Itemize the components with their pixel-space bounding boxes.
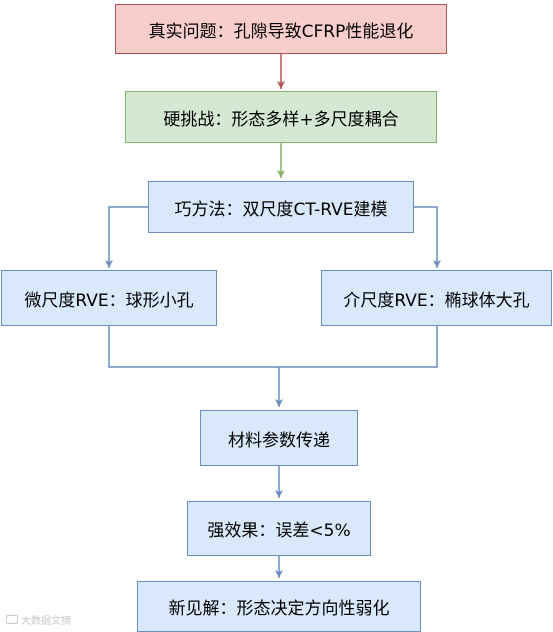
node-meso-rve: 介尺度RVE：椭球体大孔 [321,270,552,326]
watermark-text: 大数据文摘 [21,616,71,627]
node-parameter-transfer: 材料参数传递 [200,410,358,466]
node-problem: 真实问题：孔隙导致CFRP性能退化 [115,4,447,54]
edge-method-to-meso [414,206,441,268]
edge-micro-merge [108,326,438,368]
node-micro-rve: 微尺度RVE：球形小孔 [1,270,217,326]
node-challenge: 硬挑战：形态多样+多尺度耦合 [125,91,437,143]
node-method: 巧方法：双尺度CT-RVE建模 [148,181,414,233]
node-insight: 新见解：形态决定方向性弱化 [137,581,421,632]
camera-icon [6,615,18,624]
edge-method-to-micro [105,206,148,268]
node-effect: 强效果：误差<5% [187,501,371,556]
watermark: 大数据文摘 [6,612,71,627]
